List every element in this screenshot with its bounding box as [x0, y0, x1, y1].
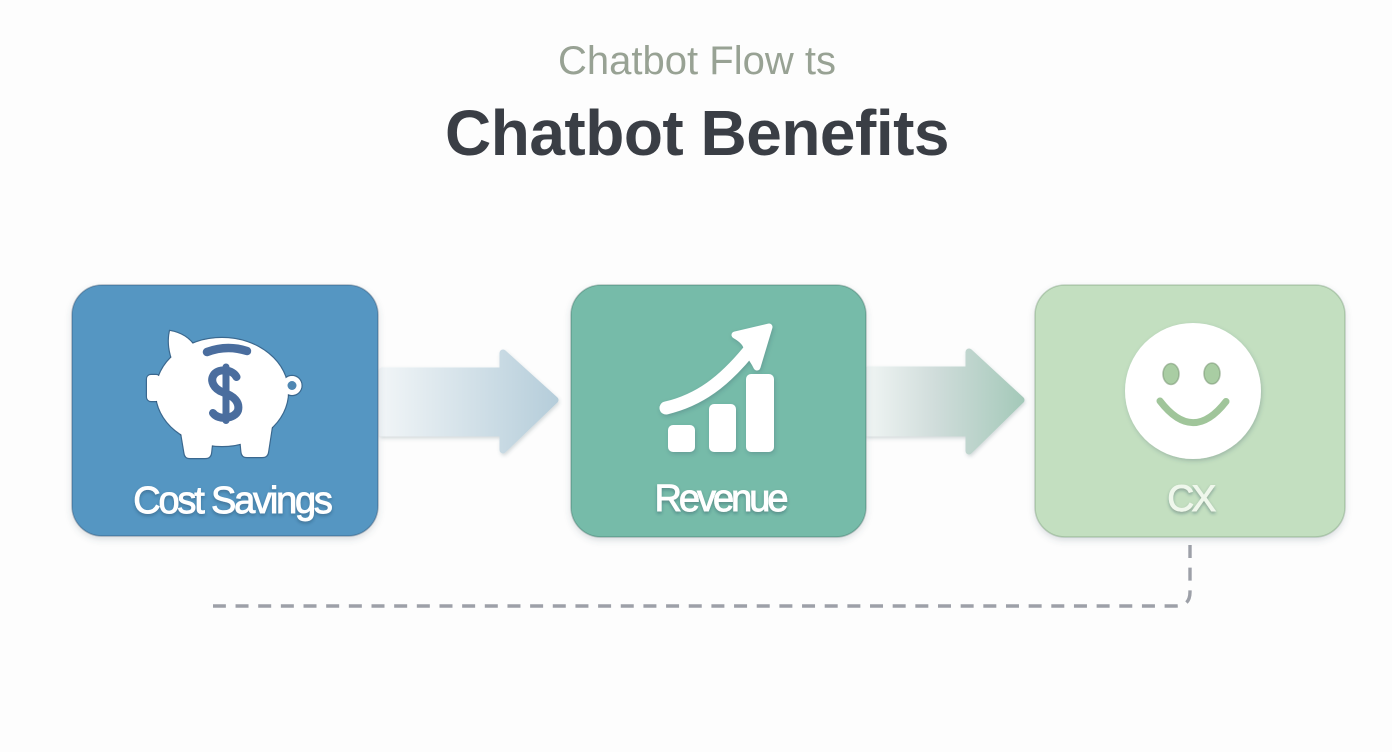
svg-text:Chatbot Flow ts: Chatbot Flow ts	[558, 39, 836, 83]
svg-text:Revenue: Revenue	[654, 478, 787, 520]
svg-text:CX: CX	[1167, 478, 1215, 519]
svg-text:Chatbot Benefits: Chatbot Benefits	[445, 97, 949, 169]
svg-text:Cost Savings: Cost Savings	[133, 480, 332, 522]
